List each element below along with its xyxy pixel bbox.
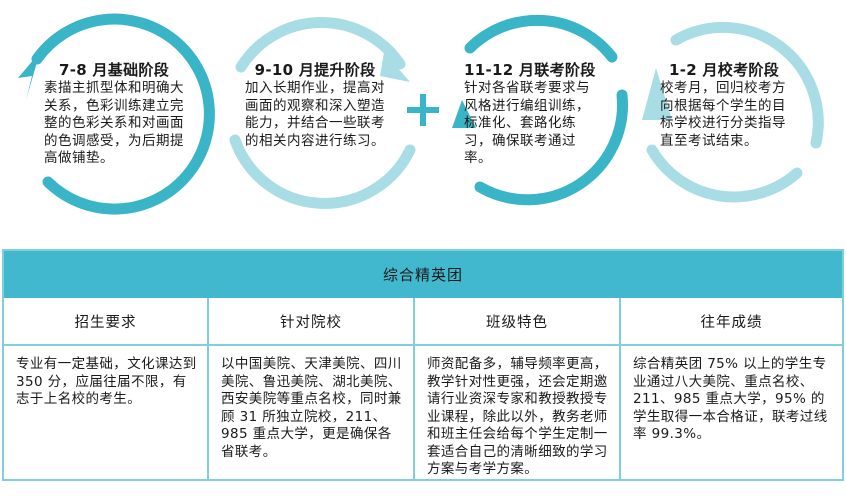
- stage-title: 9-10 月提升阶段: [254, 61, 376, 79]
- table-row: 专业有一定基础，文化课达到 350 分，应届往届不限，有志于上名校的考生。 以中…: [4, 346, 842, 479]
- header-cell-requirements: 招生要求: [4, 298, 209, 344]
- arrow-cycle-icon-2: [229, 16, 416, 209]
- header-cell-past-results: 往年成绩: [700, 314, 763, 331]
- stage-card-1: 7-8 月基础阶段 素描主抓型体和明确大关系，色彩训练建立完整的色彩关系和对画面…: [44, 60, 184, 168]
- header-cell-target-schools: 针对院校: [209, 298, 415, 344]
- cell-past-results: 综合精英团 75% 以上的学生专业通过八大美院、重点名校、211、985 重点大…: [633, 356, 828, 442]
- cell-class-features: 师资配备多，辅导频率更高，教学针对性更强，还会定期邀请行业资深专家和教授教授专业…: [415, 346, 621, 479]
- stage-description: 校考月，回归校考方向根据每个学生的目标学校进行分类指导直至考试结束。: [660, 80, 786, 149]
- arrow-cycle-icon-1: [18, 13, 215, 215]
- header-cell-class-features: 班级特色: [415, 298, 621, 344]
- stage-description: 素描主抓型体和明确大关系，色彩训练建立完整的色彩关系和对画面的色调感受，为后期提…: [44, 80, 184, 166]
- stage-card-3: 11-12 月联考阶段 针对各省联考要求与风格进行编组训练，标准化、套路化练习，…: [464, 60, 600, 168]
- stage-timeline: 7-8 月基础阶段 素描主抓型体和明确大关系，色彩训练建立完整的色彩关系和对画面…: [0, 0, 846, 230]
- cycle-arrows-graphic: [18, 13, 824, 215]
- cell-requirements: 专业有一定基础，文化课达到 350 分，应届往届不限，有志于上名校的考生。: [4, 346, 209, 479]
- table-header-row: 招生要求 针对院校 班级特色 往年成绩: [4, 298, 842, 346]
- plus-icon: [407, 94, 439, 126]
- arrow-cycle-icon-4: [642, 21, 824, 203]
- table-title: 综合精英团: [4, 251, 842, 298]
- stage-description: 加入长期作业，提高对画面的观察和深入塑造能力，并结合一些联考的相关内容进行练习。: [245, 80, 385, 149]
- program-table: 综合精英团 招生要求 针对院校 班级特色 往年成绩 专业有一定基础，文化课达到 …: [2, 249, 844, 481]
- stage-card-2: 9-10 月提升阶段 加入长期作业，提高对画面的观察和深入塑造能力，并结合一些联…: [245, 60, 385, 150]
- stage-description: 针对各省联考要求与风格进行编组训练，标准化、套路化练习，确保联考通过率。: [464, 80, 590, 166]
- stage-card-4: 1-2 月校考阶段 校考月，回归校考方向根据每个学生的目标学校进行分类指导直至考…: [660, 60, 788, 150]
- stage-title: 7-8 月基础阶段: [58, 61, 170, 79]
- arrow-cycle-icon-3: [452, 14, 628, 206]
- cell-target-schools: 以中国美院、天津美院、四川美院、鲁迅美院、湖北美院、西安美院等重点名校，同时兼顾…: [209, 346, 415, 479]
- stage-title: 1-2 月校考阶段: [668, 61, 780, 79]
- stage-title: 11-12 月联考阶段: [464, 61, 596, 79]
